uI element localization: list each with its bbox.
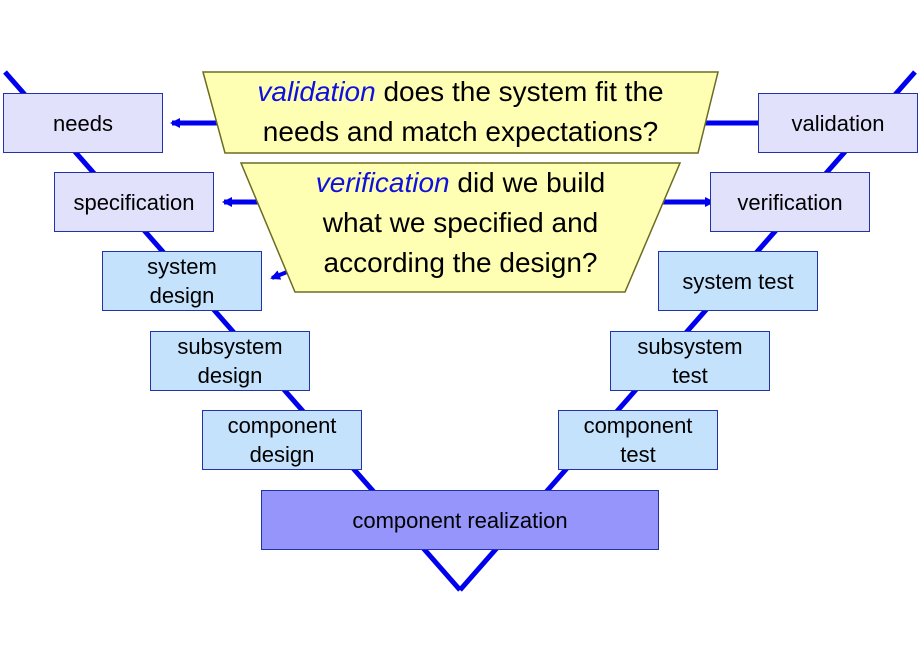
subsystem-test-box: subsystem test <box>610 331 770 391</box>
system-test-box: system test <box>658 251 818 311</box>
component-test-box: component test <box>558 410 718 470</box>
component-design-label: component design <box>227 413 337 467</box>
system-design-label: system design <box>147 254 217 308</box>
component-realization-label: component realization <box>352 507 568 533</box>
verification-keyword: verification <box>315 167 450 198</box>
validation-callout-text: validation does the system fit the needs… <box>205 72 716 152</box>
verification-label: verification <box>737 189 843 215</box>
verification-callout-line1: verification did we build <box>243 163 678 203</box>
specification-label: specification <box>73 189 195 215</box>
validation-question-part1: does the system fit the <box>375 76 664 107</box>
component-realization-box: component realization <box>261 490 659 550</box>
component-test-label: component test <box>583 413 693 467</box>
validation-callout-shape <box>202 71 719 154</box>
verification-callout-line2: what we specified and <box>322 207 599 238</box>
verification-question-part1: did we build <box>449 167 606 198</box>
subsystem-test-label: subsystem test <box>637 334 743 388</box>
needs-box: needs <box>3 93 163 153</box>
verification-callout-line3: according the design? <box>323 247 598 278</box>
validation-label: validation <box>791 110 885 136</box>
validation-callout-line1: validation does the system fit the <box>205 72 716 112</box>
validation-box: validation <box>758 93 918 153</box>
system-design-box: system design <box>102 251 262 311</box>
component-design-box: component design <box>202 410 362 470</box>
verification-callout-text: verification did we build what we specif… <box>243 163 678 283</box>
verification-callout-shape <box>239 162 682 293</box>
validation-keyword: validation <box>257 76 376 107</box>
needs-label: needs <box>53 110 113 136</box>
specification-box: specification <box>54 172 214 232</box>
verification-box: verification <box>710 172 870 232</box>
subsystem-design-label: subsystem design <box>177 334 283 388</box>
validation-callout-line2: needs and match expectations? <box>262 116 659 147</box>
subsystem-design-box: subsystem design <box>150 331 310 391</box>
system-test-label: system test <box>682 268 794 294</box>
